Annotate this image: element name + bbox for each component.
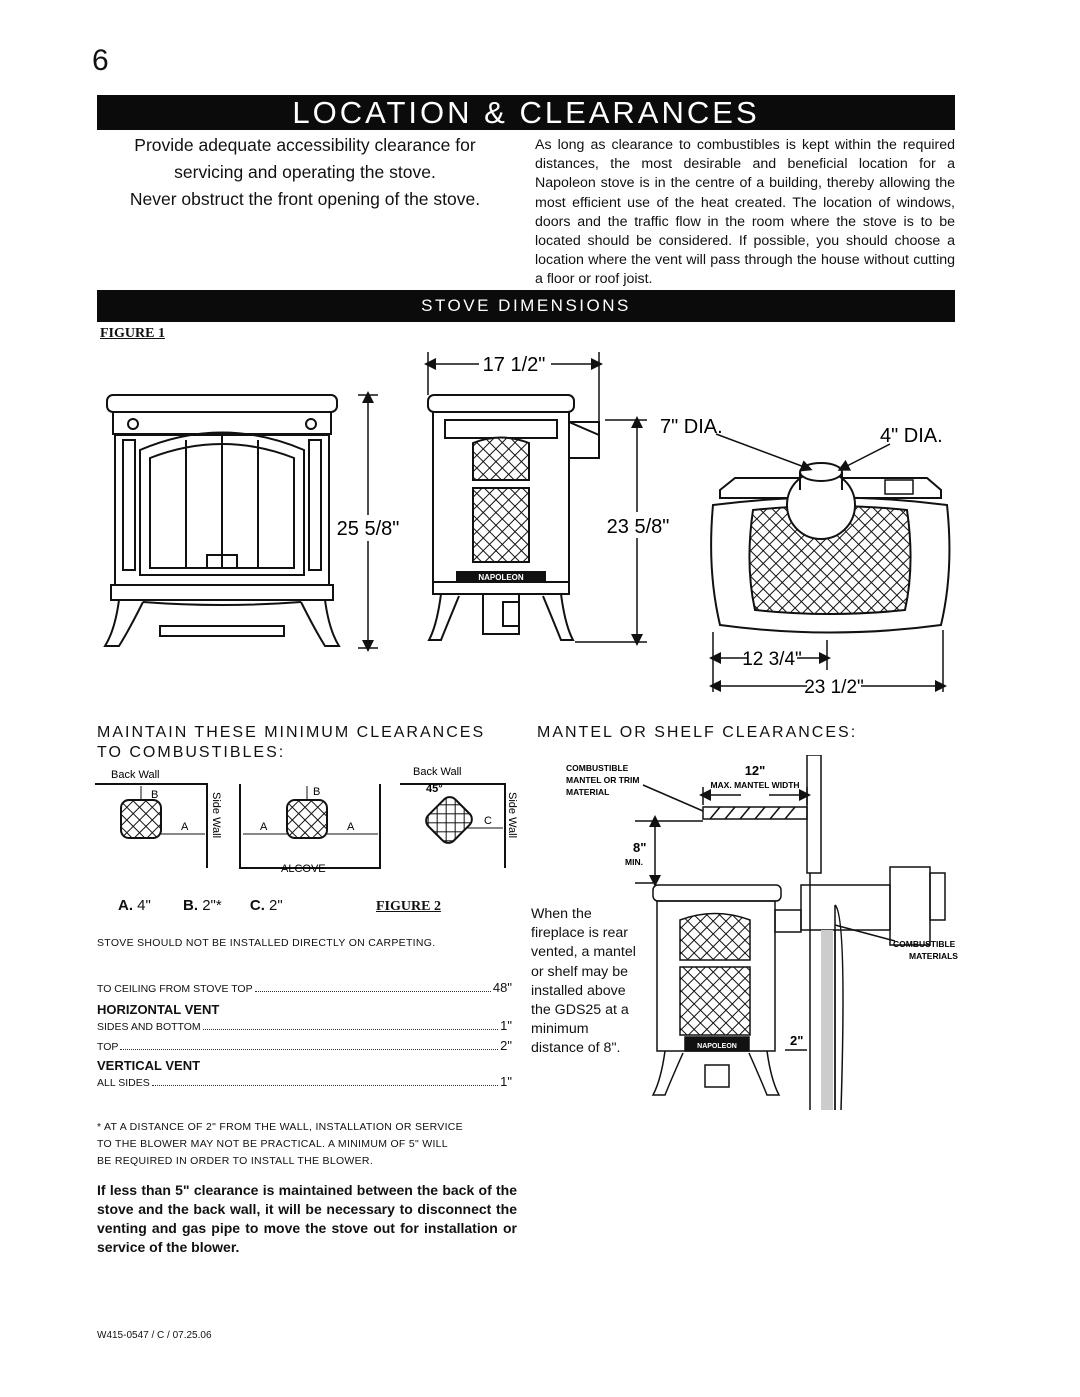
width-top-label: 17 1/2" <box>483 354 546 376</box>
a-value: 4" <box>137 897 151 914</box>
horizontal-vent-row: SIDES AND BOTTOM 1" <box>97 1018 512 1033</box>
intro-line-2: servicing and operating the stove. <box>174 162 436 182</box>
clear-a-3: A <box>347 821 355 833</box>
dia-7-callout: 7" DIA. <box>660 416 813 472</box>
section-heading-stove-dimensions: STOVE DIMENSIONS <box>97 290 955 322</box>
mantel-note-line: installed above <box>531 982 626 999</box>
footnote-line-3: BE REQUIRED IN ORDER TO INSTALL THE BLOW… <box>97 1155 374 1167</box>
clear-a-1: A <box>181 821 189 833</box>
ceiling-value: 48" <box>492 980 512 995</box>
side-view-brand: NAPOLEON <box>478 573 524 582</box>
mantel-height-value: 8" <box>633 840 646 855</box>
page-title: LOCATION & CLEARANCES <box>97 95 955 130</box>
b-label: B. <box>183 897 199 914</box>
clearance-diagram: Back Wall Back Wall Side Wall Side Wall … <box>95 766 518 875</box>
hv-sides-value: 1" <box>500 1018 512 1033</box>
b-value: 2"* <box>202 897 222 914</box>
hv-top-value: 2" <box>500 1038 512 1053</box>
stove-side-view <box>427 394 600 641</box>
stove-front-view <box>103 394 341 647</box>
mantel-diagram: COMBUSTIBLE MANTEL OR TRIM MATERIAL 12" … <box>566 755 958 1111</box>
mantel-note-line: vented, a mantel <box>531 944 636 961</box>
depth-dimensions: 12 3/4" 23 1/2" <box>709 630 947 698</box>
stove-top-view <box>710 462 951 634</box>
clearance-values: A. 4" B. 2"* C. 2" <box>118 897 283 914</box>
combustible-materials-1: COMBUSTIBLE <box>893 939 956 949</box>
dia-7-label: 7" DIA. <box>660 416 723 438</box>
mantel-width-label: MAX. MANTEL WIDTH <box>710 780 799 790</box>
mantel-note-line: minimum <box>531 1021 589 1038</box>
figure-2-label: FIGURE 2 <box>376 899 441 914</box>
height-front-label: 25 5/8" <box>337 518 400 540</box>
hv-top-label: TOP <box>97 1041 119 1053</box>
intro-left: Provide adequate accessibility clearance… <box>100 132 510 213</box>
vertical-vent-heading: VERTICAL VENT <box>97 1058 201 1073</box>
intro-paragraph: As long as clearance to combustibles is … <box>535 137 955 288</box>
horizontal-vent-heading: HORIZONTAL VENT <box>97 1002 220 1017</box>
clearances-heading-line-2: TO COMBUSTIBLES: <box>97 744 286 761</box>
stove-icon-2 <box>286 799 328 839</box>
mantel-note-line: distance of 8". <box>531 1040 621 1057</box>
clear-b-1: B <box>151 789 158 801</box>
front-height-dimension: 25 5/8" <box>337 391 400 652</box>
clearances-heading-line-1: MAINTAIN THESE MINIMUM CLEARANCES <box>97 724 486 741</box>
mantel-heading: MANTEL OR SHELF CLEARANCES: <box>537 724 858 741</box>
intro-line-1: Provide adequate accessibility clearance… <box>134 135 476 155</box>
back-wall-label-1: Back Wall <box>111 769 160 781</box>
depth-1-label: 12 3/4" <box>742 649 802 670</box>
ceiling-label: TO CEILING FROM STOVE TOP <box>97 983 253 995</box>
stove-dimensions-figure: 25 5/8" NAPOLEON 17 1/2" 23 5/8" <box>103 351 951 698</box>
alcove-label: ALCOVE <box>281 863 326 875</box>
mantel-height-label: MIN. <box>625 857 643 867</box>
mantel-side-value: 2" <box>790 1033 803 1048</box>
width-top-dimension: 17 1/2" <box>424 351 603 422</box>
side-wall-label-2: Side Wall <box>506 792 518 838</box>
mantel-stove-brand: NAPOLEON <box>697 1043 737 1050</box>
mantel-note-line: When the <box>531 906 592 922</box>
vv-all-label: ALL SIDES <box>97 1077 150 1089</box>
footnote-line-1: * AT A DISTANCE OF 2" FROM THE WALL, INS… <box>97 1121 463 1133</box>
horizontal-vent-row: TOP 2" <box>97 1038 512 1053</box>
combustible-mantel-2: MANTEL OR TRIM <box>566 775 640 785</box>
height-side-label: 23 5/8" <box>607 516 670 538</box>
angle-label: 45° <box>426 783 443 795</box>
page-number: 6 <box>92 44 109 77</box>
c-value: 2" <box>269 897 283 914</box>
figure-1-label: FIGURE 1 <box>100 326 165 341</box>
combustible-materials-2: MATERIALS <box>909 951 958 961</box>
intro-line-3: Never obstruct the front opening of the … <box>129 189 481 209</box>
clear-c: C <box>484 815 492 827</box>
dia-4-label: 4" DIA. <box>880 425 943 447</box>
mantel-note-line: fireplace is rear <box>531 925 628 942</box>
a-label: A. <box>118 897 133 914</box>
back-wall-label-2: Back Wall <box>413 766 462 778</box>
clear-b-2: B <box>313 786 320 798</box>
stove-icon-3 <box>425 796 473 844</box>
mantel-note-line: or shelf may be <box>531 963 628 980</box>
footer-document-code: W415-0547 / C / 07.25.06 <box>97 1330 212 1341</box>
mantel-note: When the fireplace is rear vented, a man… <box>531 905 640 1059</box>
clear-a-2: A <box>260 821 268 833</box>
side-height-dimension: 23 5/8" <box>575 416 670 646</box>
combustible-mantel-1: COMBUSTIBLE <box>566 763 629 773</box>
footnote-line-2: TO THE BLOWER MAY NOT BE PRACTICAL. A MI… <box>97 1138 448 1150</box>
stove-icon-1 <box>120 799 162 839</box>
ceiling-row: TO CEILING FROM STOVE TOP 48" <box>97 980 512 995</box>
dia-4-callout: 4" DIA. <box>837 425 943 471</box>
combustible-mantel-3: MATERIAL <box>566 787 609 797</box>
vv-all-value: 1" <box>500 1074 512 1089</box>
c-label: C. <box>249 897 265 914</box>
side-wall-label-1: Side Wall <box>210 792 222 838</box>
hv-sides-label: SIDES AND BOTTOM <box>97 1021 201 1033</box>
vertical-vent-row: ALL SIDES 1" <box>97 1074 512 1089</box>
blower-warning: If less than 5" clearance is maintained … <box>97 1182 517 1255</box>
mantel-width-value: 12" <box>745 763 766 778</box>
depth-2-label: 23 1/2" <box>804 677 864 698</box>
carpet-note: STOVE SHOULD NOT BE INSTALLED DIRECTLY O… <box>97 937 436 949</box>
mantel-note-line: the GDS25 at a <box>531 1002 629 1019</box>
footnote: * AT A DISTANCE OF 2" FROM THE WALL, INS… <box>97 1119 463 1170</box>
